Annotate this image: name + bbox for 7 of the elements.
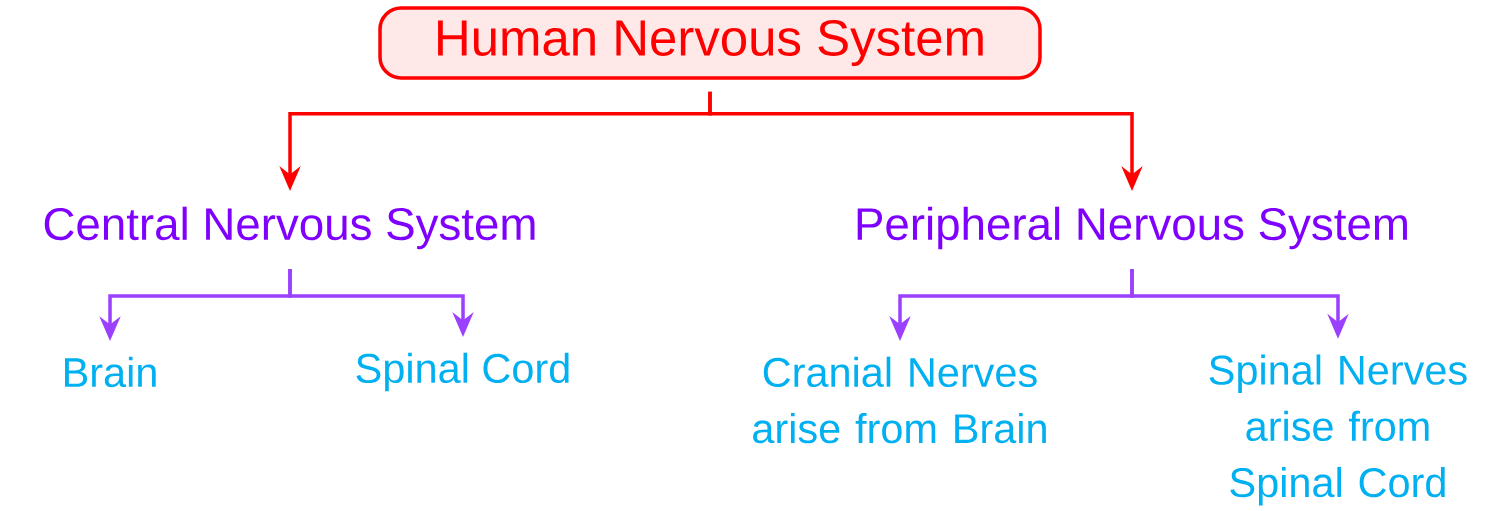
- category-label: Central Nervous System: [44, 206, 535, 250]
- item-label: Cranial Nerves arise from Brain: [753, 356, 1046, 444]
- title-box: Human Nervous System: [378, 6, 1042, 80]
- item-label: Brain: [65, 356, 156, 388]
- category-label: Peripheral Nervous System: [857, 206, 1407, 250]
- item-label: Spinal Nerves arise from Spinal Cord: [1209, 354, 1467, 506]
- item-label: Spinal Cord: [356, 352, 569, 392]
